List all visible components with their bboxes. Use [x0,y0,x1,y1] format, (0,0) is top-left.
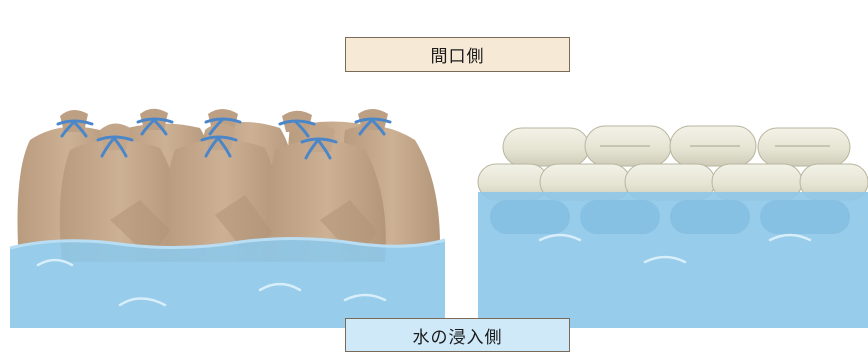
tube-bags-bottom-row [477,163,868,201]
left-water [9,236,446,328]
right-water [478,192,868,328]
water-intrusion-side-text: 水の浸入側 [412,327,503,348]
water-intrusion-side-label: 水の浸入側 [345,318,570,352]
opening-side-label: 間口側 [345,37,570,72]
sandbag-ties [56,117,392,160]
tube-bags-top-row [502,125,851,167]
opening-side-text: 間口側 [430,47,485,67]
